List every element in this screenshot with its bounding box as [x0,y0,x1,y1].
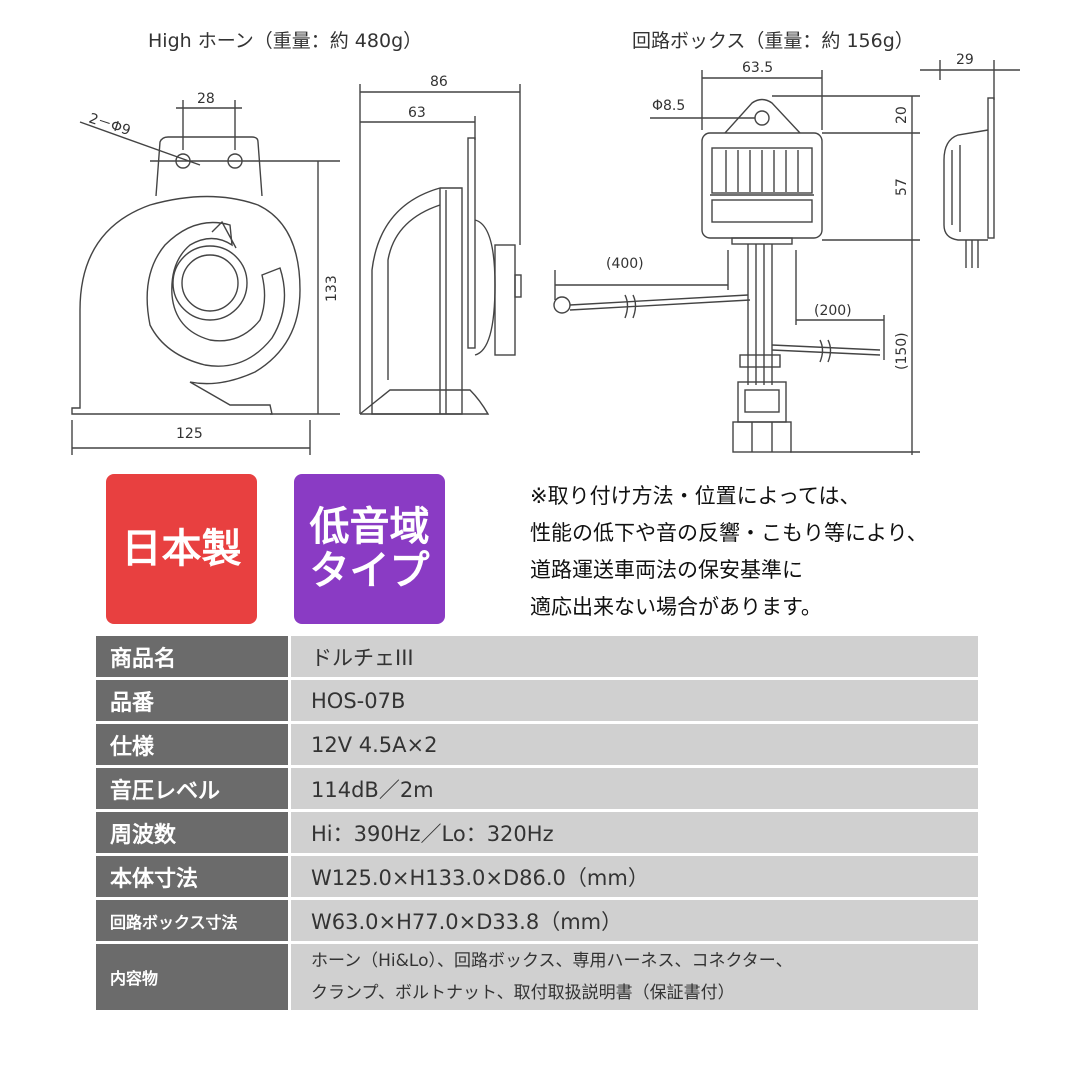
spec-key: 商品名 [96,636,291,677]
dimension-diagram: 28 2－Φ9 125 133 86 63 63.5 Φ8.5 20 57 29… [71,52,1020,455]
made-in-japan-badge: 日本製 [106,474,257,624]
spec-value: W125.0×H133.0×D86.0（mm） [291,856,978,897]
dim-box-depth: 29 [956,52,974,68]
notice-line: 適応出来ない場合があります。 [530,595,822,619]
spec-row-contents: 内容物 ホーン（Hi&Lo）、回路ボックス、専用ハーネス、コネクター、 クランプ… [96,944,978,1010]
spec-row-frequency: 周波数 Hi：390Hz／Lo：320Hz [96,812,978,853]
spec-value: ドルチェIII [291,636,978,677]
spec-key: 仕様 [96,724,291,765]
dim-box-top: 20 [894,106,910,124]
dim-height: 133 [324,275,340,302]
spec-row-sound-level: 音圧レベル 114dB／2m [96,768,978,809]
spec-row-specification: 仕様 12V 4.5A×2 [96,724,978,765]
box-caption: 回路ボックス（重量：約 156g） [632,30,914,52]
horn-side-view [359,137,522,415]
circuit-box [553,98,881,453]
spec-key: 内容物 [96,944,291,1010]
spec-value: Hi：390Hz／Lo：320Hz [291,812,978,853]
installation-notice: ※取り付け方法・位置によっては、 性能の低下や音の反響・こもり等により、 道路運… [530,478,1070,626]
spec-row-product-name: 商品名 ドルチェIII [96,636,978,677]
horn-front-view [71,136,301,415]
dim-depth-body: 63 [408,105,426,121]
low-range-line2: タイプ [309,548,430,594]
notice-line: ※取り付け方法・位置によっては、 [530,484,861,508]
dim-box-body: 57 [894,178,910,196]
dim-hole-spacing: 28 [197,91,215,107]
spec-key: 周波数 [96,812,291,853]
circuit-box-side-view [943,97,995,268]
horn-caption: High ホーン（重量：約 480g） [148,30,423,52]
spec-value: HOS-07B [291,680,978,721]
dim-box-hole: Φ8.5 [652,98,685,114]
spec-value: ホーン（Hi&Lo）、回路ボックス、専用ハーネス、コネクター、 クランプ、ボルト… [291,944,978,1010]
made-in-japan-label: 日本製 [121,526,242,572]
spec-key: 回路ボックス寸法 [96,900,291,941]
spec-value: 114dB／2m [291,768,978,809]
spec-row-box-size: 回路ボックス寸法 W63.0×H77.0×D33.8（mm） [96,900,978,941]
notice-line: 性能の低下や音の反響・こもり等により、 [530,521,928,545]
contents-line: ホーン（Hi&Lo）、回路ボックス、専用ハーネス、コネクター、 [311,951,793,971]
notice-line: 道路運送車両法の保安基準に [530,558,803,582]
spec-key: 品番 [96,680,291,721]
spec-value: W63.0×H77.0×D33.8（mm） [291,900,978,941]
contents-line: クランプ、ボルトナット、取付取扱説明書（保証書付） [311,983,735,1003]
low-range-line1: 低音域 [309,504,430,550]
low-range-badge: 低音域 タイプ [294,474,445,624]
dim-holes: 2－Φ9 [87,111,133,139]
spec-key: 本体寸法 [96,856,291,897]
dim-width: 125 [176,426,203,442]
dim-wire-right: (200) [814,303,852,319]
spec-value: 12V 4.5A×2 [291,724,978,765]
spec-row-part-number: 品番 HOS-07B [96,680,978,721]
dim-wire-down: (150) [894,332,910,370]
dim-box-width: 63.5 [742,60,773,76]
spec-key: 音圧レベル [96,768,291,809]
spec-row-body-size: 本体寸法 W125.0×H133.0×D86.0（mm） [96,856,978,897]
dim-depth-total: 86 [430,74,448,90]
spec-table: 商品名 ドルチェIII 品番 HOS-07B 仕様 12V 4.5A×2 音圧レ… [96,636,978,1013]
dim-wire-left: (400) [606,256,644,272]
